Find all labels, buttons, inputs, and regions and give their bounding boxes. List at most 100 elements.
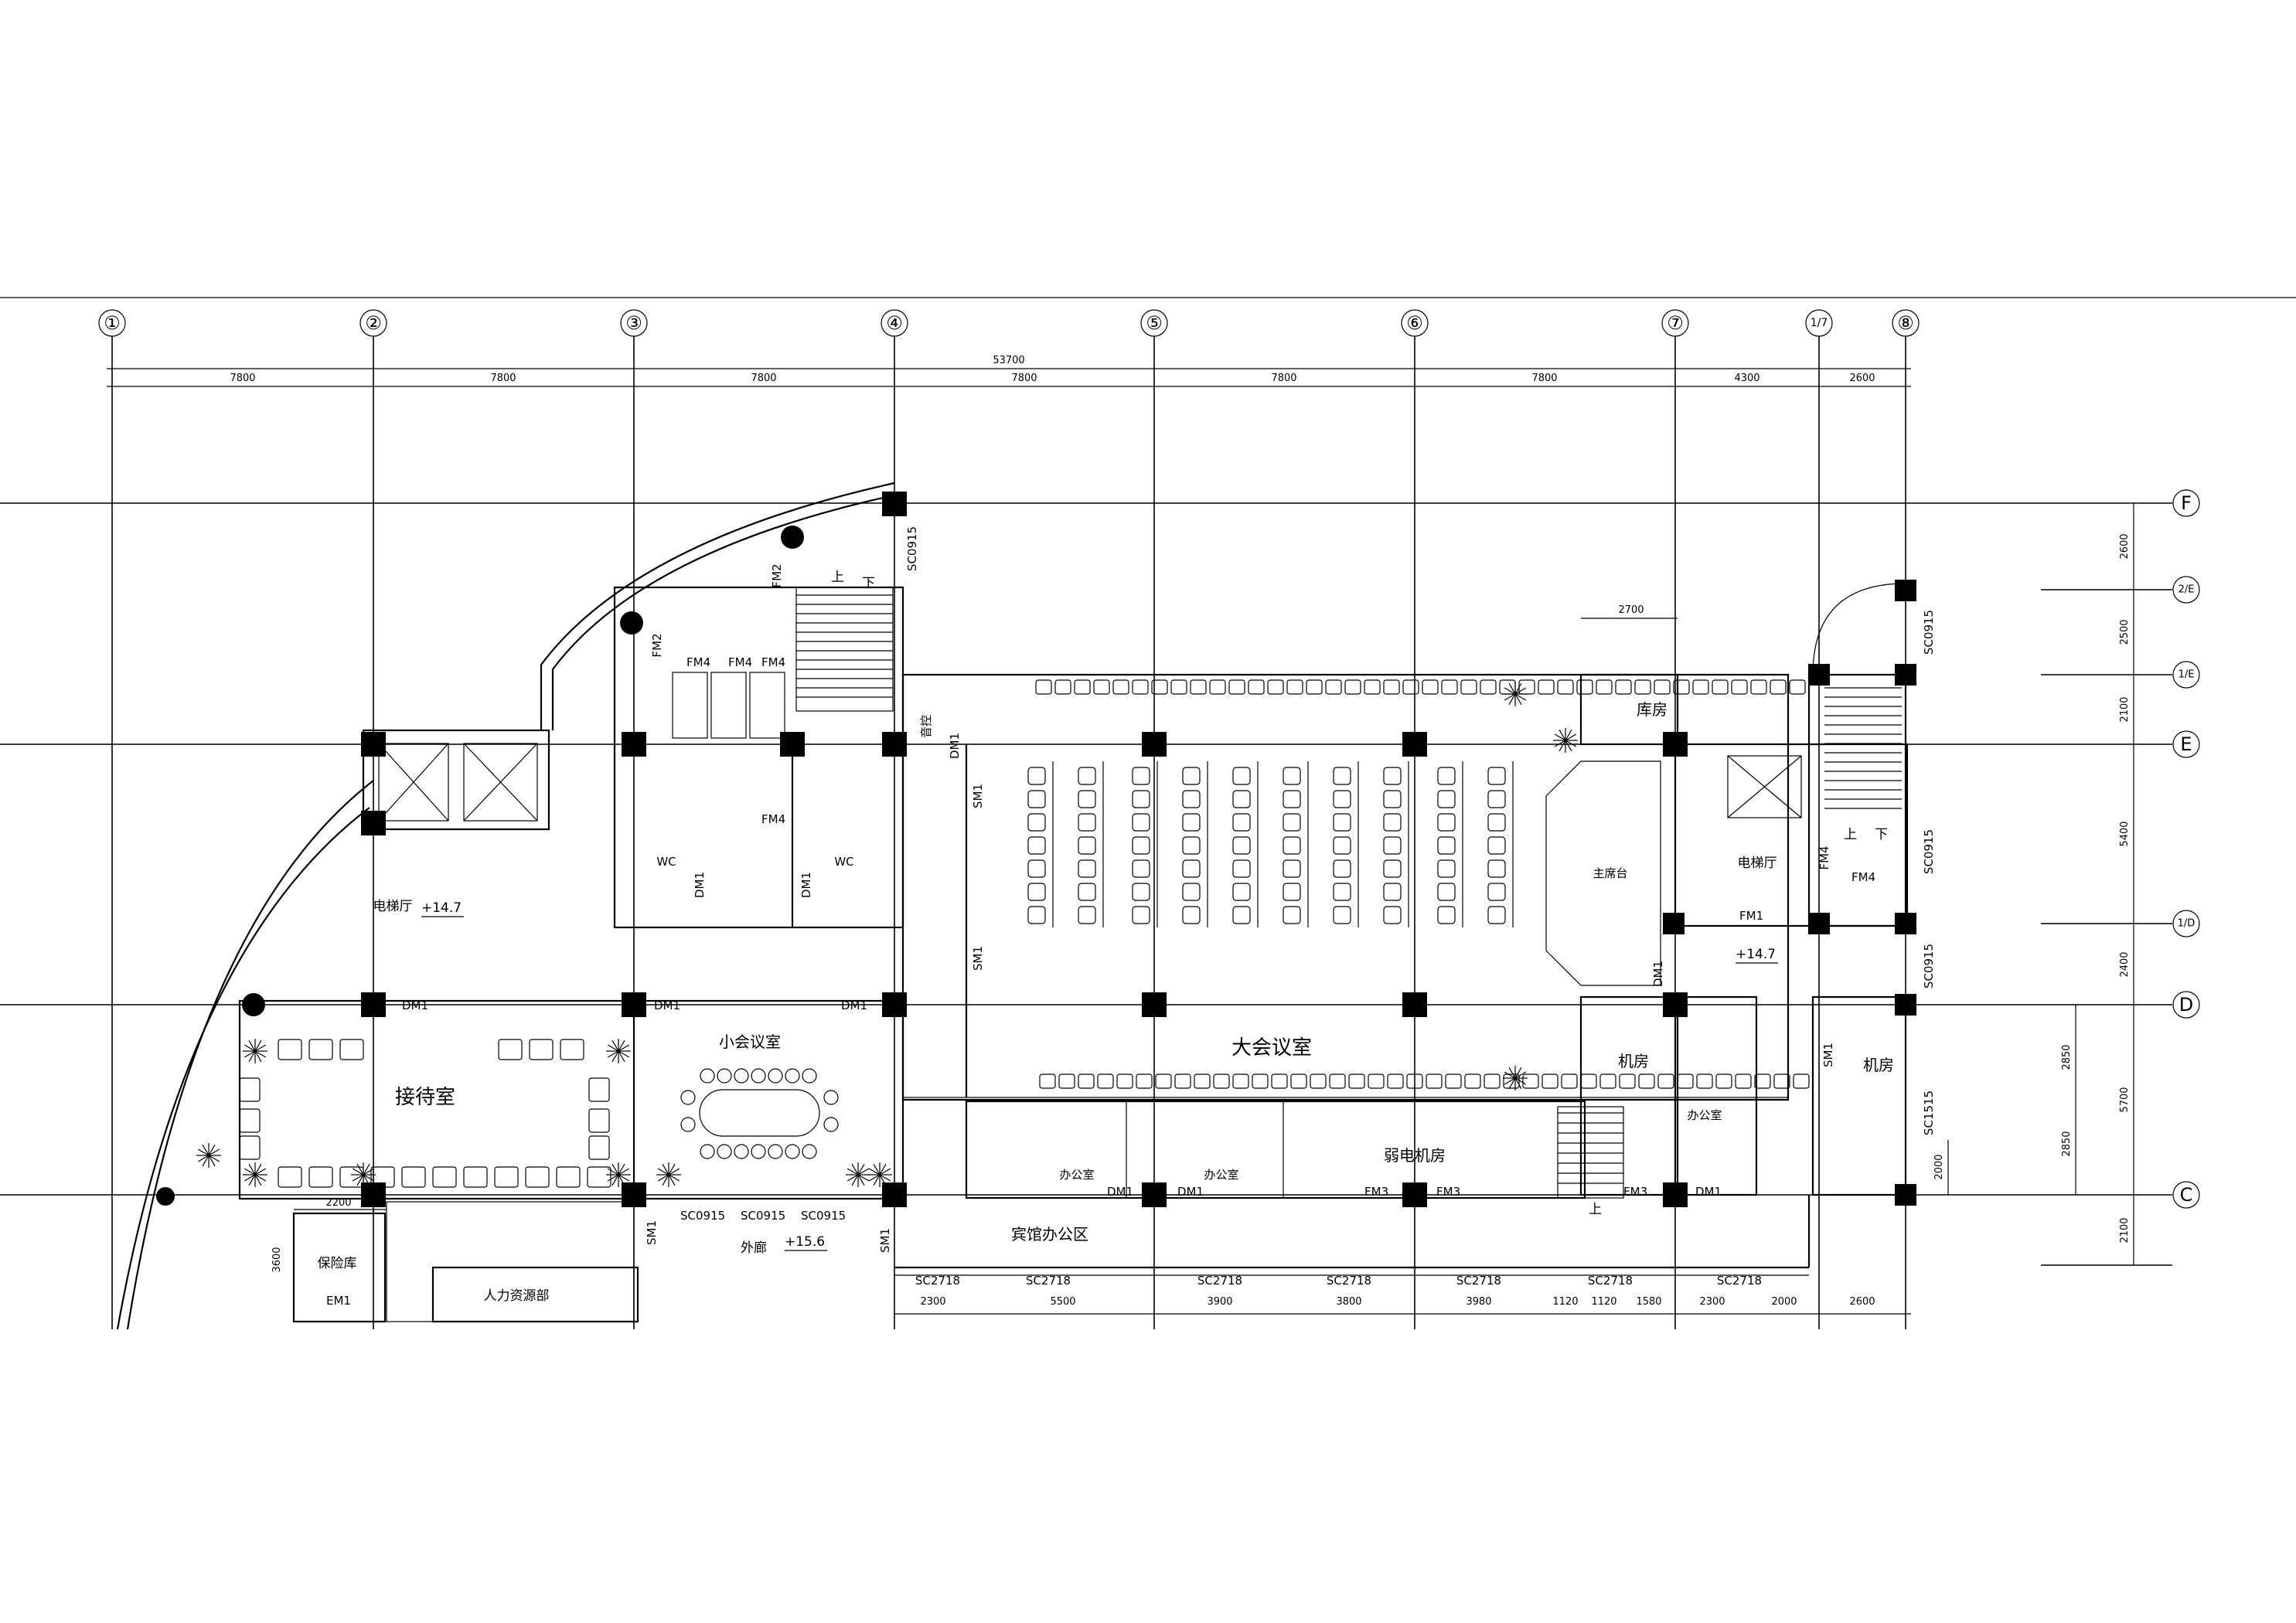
seat bbox=[1027, 813, 1046, 832]
tag-sc2718: SC2718 bbox=[1197, 1274, 1242, 1288]
tag-sc0915: SC0915 bbox=[1922, 610, 1936, 655]
column bbox=[1895, 580, 1916, 601]
seat bbox=[1182, 859, 1201, 878]
plant bbox=[846, 1162, 870, 1187]
chair bbox=[785, 1068, 800, 1084]
column bbox=[1402, 992, 1427, 1017]
seat bbox=[1232, 836, 1251, 855]
seat bbox=[1333, 790, 1351, 808]
room-label-wc-1: WC bbox=[656, 855, 676, 869]
sofa bbox=[588, 1108, 610, 1133]
sofa bbox=[560, 1039, 584, 1060]
column bbox=[1895, 913, 1916, 934]
tag-sm1: SM1 bbox=[971, 946, 985, 971]
tag-fm3: FM3 bbox=[1364, 1185, 1388, 1199]
seat bbox=[1333, 859, 1351, 878]
seat bbox=[1132, 790, 1150, 808]
room-label-office-2: 办公室 bbox=[1204, 1168, 1238, 1182]
chair bbox=[768, 1144, 783, 1159]
top-dimensions: 53700 7800 7800 7800 7800 7800 7800 4300… bbox=[107, 355, 1911, 387]
right-dimensions: 2600 2500 2100 5400 2400 5700 2100 2850 … bbox=[1581, 503, 2134, 1265]
dim-top-6: 7800 bbox=[1531, 373, 1557, 384]
seat bbox=[1194, 1073, 1211, 1089]
round-column bbox=[781, 526, 804, 549]
seat bbox=[1232, 883, 1251, 901]
seat bbox=[1112, 679, 1129, 695]
axis-bubble-F: F bbox=[2172, 489, 2200, 517]
svg-text:1/7: 1/7 bbox=[1811, 317, 1828, 329]
dim-3600: 3600 bbox=[271, 1247, 283, 1272]
seat bbox=[1116, 1073, 1133, 1089]
tag-fm2: FM2 bbox=[650, 633, 664, 657]
seat bbox=[1333, 813, 1351, 832]
seat bbox=[1348, 1073, 1365, 1089]
seat bbox=[1557, 679, 1574, 695]
svg-text:①: ① bbox=[104, 312, 121, 334]
seat bbox=[1441, 679, 1458, 695]
chair bbox=[785, 1144, 800, 1159]
seat bbox=[1437, 767, 1456, 785]
seat bbox=[1750, 679, 1767, 695]
tag-sc0915: SC0915 bbox=[905, 526, 919, 571]
seat bbox=[1437, 813, 1456, 832]
plant bbox=[243, 1162, 267, 1187]
axis-bubble-7: ⑦ bbox=[1661, 309, 1689, 337]
seat bbox=[1132, 767, 1150, 785]
seat bbox=[1213, 1073, 1230, 1089]
room-label-hr: 人力资源部 bbox=[484, 1288, 550, 1304]
dim-bottom-8: 1580 bbox=[1636, 1296, 1661, 1308]
column-axis-labels: ① ② ③ ④ ⑤ ⑥ ⑦ 1/7 ⑧ bbox=[98, 309, 1920, 337]
chair bbox=[823, 1117, 839, 1132]
column bbox=[1142, 992, 1167, 1017]
tag-dm1: DM1 bbox=[1651, 961, 1665, 987]
svg-text:D: D bbox=[2179, 994, 2193, 1016]
tag-sc2718: SC2718 bbox=[1327, 1274, 1371, 1288]
room-label-wc-2: WC bbox=[834, 855, 853, 869]
seat bbox=[1283, 790, 1301, 808]
seat bbox=[1209, 679, 1226, 695]
dim-bottom-10: 2000 bbox=[1771, 1296, 1797, 1308]
seat bbox=[1232, 1073, 1249, 1089]
svg-text:C: C bbox=[2180, 1184, 2193, 1206]
sofa bbox=[239, 1135, 261, 1160]
seat bbox=[1333, 906, 1351, 924]
seat bbox=[1692, 679, 1709, 695]
room-label-machine-room-2: 机房 bbox=[1863, 1056, 1894, 1074]
seat bbox=[1518, 679, 1535, 695]
seat bbox=[1487, 883, 1506, 901]
seat bbox=[1677, 1073, 1694, 1089]
seat bbox=[1027, 836, 1046, 855]
dim-bottom-7: 1120 bbox=[1591, 1296, 1616, 1308]
plant bbox=[867, 1162, 892, 1187]
svg-text:1/E: 1/E bbox=[2178, 669, 2195, 681]
column bbox=[882, 492, 907, 516]
dim-top-8: 2600 bbox=[1849, 373, 1875, 384]
axis-bubble-2E: 2/E bbox=[2172, 576, 2200, 604]
plant bbox=[196, 1143, 221, 1168]
seat bbox=[1383, 790, 1402, 808]
seat bbox=[1715, 1073, 1732, 1089]
sofa bbox=[556, 1166, 581, 1188]
seat bbox=[1078, 836, 1096, 855]
sofa bbox=[494, 1166, 519, 1188]
seat bbox=[1306, 679, 1323, 695]
sofa bbox=[588, 1135, 610, 1160]
dim-right-5: 2400 bbox=[2119, 951, 2131, 977]
seat bbox=[1383, 906, 1402, 924]
svg-text:⑥: ⑥ bbox=[1406, 312, 1423, 334]
seat bbox=[1657, 1073, 1674, 1089]
seat bbox=[1773, 1073, 1790, 1089]
seat bbox=[1487, 906, 1506, 924]
tag-fm4: FM4 bbox=[728, 655, 752, 669]
tag-em1: EM1 bbox=[326, 1294, 351, 1308]
stair-treads bbox=[796, 594, 1902, 1184]
seat bbox=[1132, 883, 1150, 901]
dim-right-4: 5400 bbox=[2119, 821, 2131, 846]
dim-top-2: 7800 bbox=[490, 373, 516, 384]
column bbox=[1895, 994, 1916, 1016]
seat bbox=[1174, 1073, 1191, 1089]
seat bbox=[1487, 767, 1506, 785]
column bbox=[882, 992, 907, 1017]
seat bbox=[1283, 836, 1301, 855]
seat bbox=[1252, 1073, 1269, 1089]
